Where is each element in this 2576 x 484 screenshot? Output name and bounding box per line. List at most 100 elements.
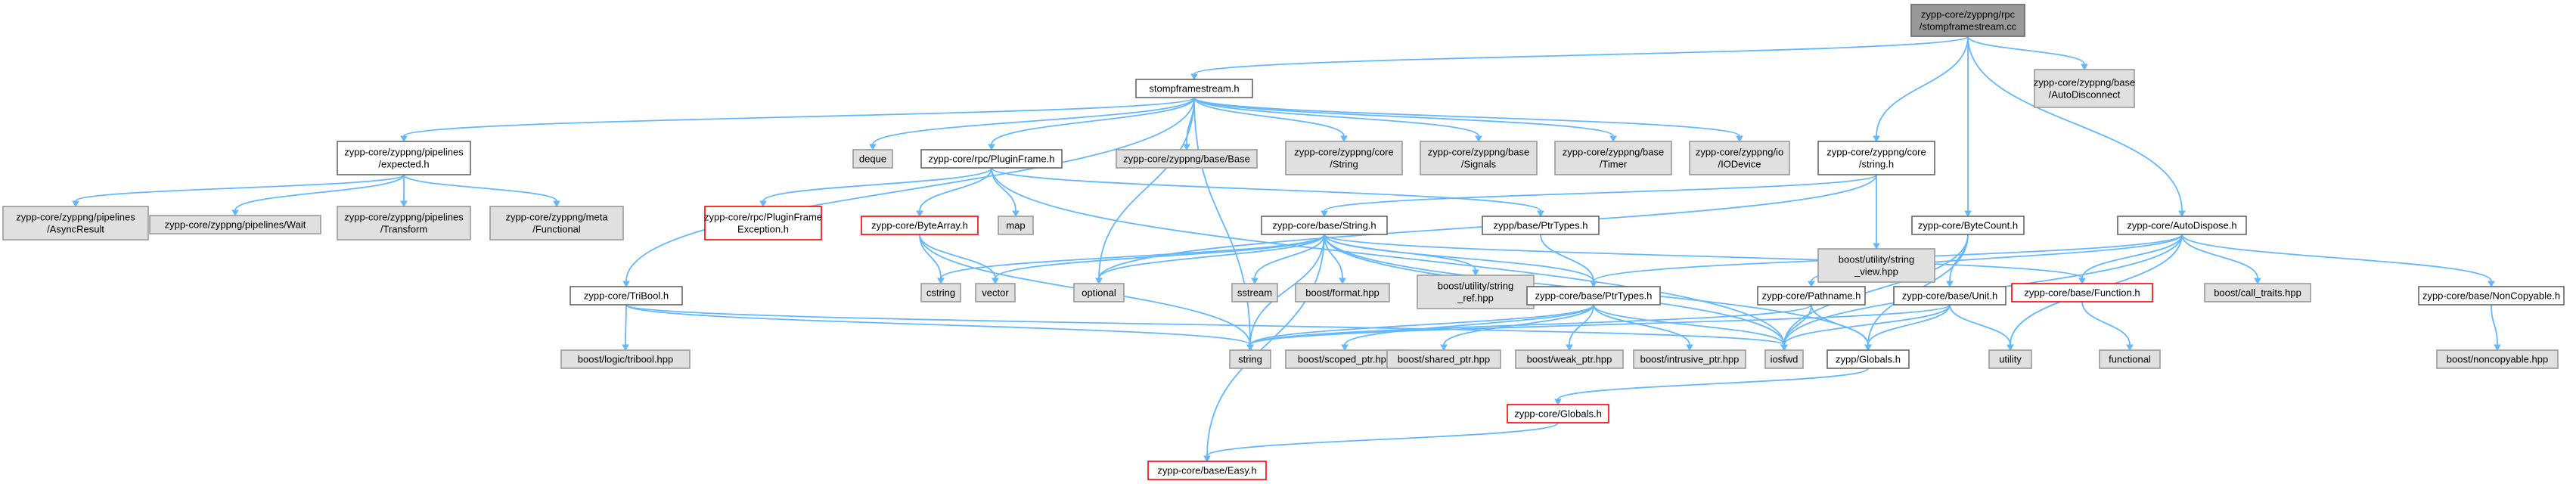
edge-arrowhead bbox=[1095, 278, 1103, 285]
node-base-string-h[interactable]: zypp-core/base/String.h bbox=[1261, 216, 1388, 235]
node-box bbox=[920, 283, 961, 302]
edge-arrowhead bbox=[2078, 278, 2086, 285]
node-noncopyable-h[interactable]: zypp-core/base/NonCopyable.h bbox=[2418, 286, 2565, 306]
edge-arrowhead bbox=[1321, 210, 1328, 218]
node-call-traits[interactable]: boost/call_traits.hpp bbox=[2204, 283, 2311, 302]
edge-pipelines_expected-to-meta_functional bbox=[403, 174, 557, 202]
node-noncopyable-hpp[interactable]: boost/noncopyable.hpp bbox=[2436, 349, 2559, 369]
edge-noncopyable_h-to-noncopyable_hpp bbox=[2491, 304, 2498, 346]
node-label-line: zypp-core/ByteArray.h bbox=[871, 220, 968, 231]
node-base-unit-h[interactable]: zypp-core/base/Unit.h bbox=[1893, 286, 2006, 306]
edge-arrowhead bbox=[1251, 278, 1259, 285]
edge-bytearray_h-to-vector bbox=[919, 234, 996, 279]
node-zypp-globals-h[interactable]: zypp/Globals.h bbox=[1826, 349, 1910, 369]
node-utility[interactable]: utility bbox=[1988, 349, 2032, 369]
node-box bbox=[998, 216, 1034, 235]
node-zyppng-base-timer[interactable]: zypp-core/zyppng/base/Timer bbox=[1554, 141, 1672, 175]
node-autodisconnect[interactable]: zypp-core/zyppng/base/AutoDisconnect bbox=[2034, 69, 2135, 108]
node-zyppng-core-string[interactable]: zypp-core/zyppng/core/String bbox=[1285, 141, 1403, 175]
node-stompframestream-h[interactable]: stompframestream.h bbox=[1135, 79, 1253, 98]
edge-arrowhead bbox=[1339, 278, 1346, 285]
node-shared-ptr[interactable]: boost/shared_ptr.hpp bbox=[1386, 349, 1501, 369]
edge-base_string_h-to-string bbox=[1249, 234, 1325, 346]
node-box bbox=[2, 206, 149, 240]
node-bytearray-h[interactable]: zypp-core/ByteArray.h bbox=[861, 216, 979, 235]
node-label-line: /Functional bbox=[532, 224, 581, 235]
edge-arrowhead bbox=[1873, 135, 1880, 143]
node-iosfwd[interactable]: iosfwd bbox=[1764, 349, 1804, 369]
edge-arrowhead bbox=[72, 200, 79, 208]
edge-arrowhead bbox=[869, 144, 877, 151]
node-tribool-h[interactable]: zypp-core/TriBool.h bbox=[570, 286, 683, 306]
node-label-line: boost/format.hpp bbox=[1305, 287, 1380, 299]
node-base-easy-h[interactable]: zypp-core/base/Easy.h bbox=[1147, 461, 1267, 480]
node-pathname-h[interactable]: zypp-core/Pathname.h bbox=[1757, 286, 1866, 306]
node-label-line: boost/intrusive_ptr.hpp bbox=[1640, 354, 1740, 365]
node-cstring[interactable]: cstring bbox=[920, 283, 961, 302]
node-string-view-hpp[interactable]: boost/utility/string_view.hpp bbox=[1817, 248, 1935, 283]
node-pluginframe-h[interactable]: zypp-core/rpc/PluginFrame.h bbox=[920, 149, 1063, 169]
node-zyppng-base-base[interactable]: zypp-core/zyppng/base/Base bbox=[1116, 149, 1258, 169]
node-deque[interactable]: deque bbox=[852, 149, 893, 169]
node-label-line: /stompframestream.cc bbox=[1920, 21, 2017, 33]
node-box bbox=[1515, 349, 1624, 369]
node-pipelines-asyncresult[interactable]: zypp-core/zyppng/pipelines/AsyncResult bbox=[2, 206, 149, 240]
node-label-line: boost/noncopyable.hpp bbox=[2447, 354, 2548, 365]
node-string-ref-hpp[interactable]: boost/utility/string_ref.hpp bbox=[1417, 275, 1535, 309]
node-boost-tribool[interactable]: boost/logic/tribool.hpp bbox=[560, 349, 691, 369]
edge-zypp_globals_h-to-core_globals_h bbox=[1557, 368, 1869, 400]
node-vector[interactable]: vector bbox=[975, 283, 1016, 302]
node-label-line: zypp-core/ByteCount.h bbox=[1918, 220, 2018, 231]
node-bytecount-h[interactable]: zypp-core/ByteCount.h bbox=[1911, 216, 2025, 235]
node-label-line: map bbox=[1006, 220, 1025, 231]
node-box bbox=[2034, 69, 2135, 108]
edge-pathname_h-to-string bbox=[1249, 304, 1812, 346]
edge-base_string_h-to-core_base_ptrtypes bbox=[1324, 234, 1594, 282]
node-core-globals-h[interactable]: zypp-core/Globals.h bbox=[1507, 404, 1609, 424]
node-zyppng-base-signals[interactable]: zypp-core/zyppng/base/Signals bbox=[1420, 141, 1538, 175]
edge-root-to-autodispose_h bbox=[1967, 36, 2183, 212]
node-autodispose-h[interactable]: zypp-core/AutoDispose.h bbox=[2117, 216, 2247, 235]
edge-arrowhead bbox=[1686, 344, 1693, 352]
node-weak-ptr[interactable]: boost/weak_ptr.hpp bbox=[1515, 349, 1624, 369]
node-scoped-ptr[interactable]: boost/scoped_ptr.hpp bbox=[1285, 349, 1404, 369]
node-core-base-ptrtypes[interactable]: zypp-core/base/PtrTypes.h bbox=[1526, 286, 1661, 306]
node-box bbox=[1910, 4, 2025, 37]
node-label-line: /AsyncResult bbox=[47, 224, 104, 235]
node-pipelines-transform[interactable]: zypp-core/zyppng/pipelines/Transform bbox=[337, 206, 471, 240]
node-zyppng-io-iodevice[interactable]: zypp-core/zyppng/io/IODevice bbox=[1689, 141, 1790, 175]
edge-arrowhead bbox=[2494, 344, 2501, 352]
node-label-line: zypp-core/base/Unit.h bbox=[1902, 290, 1997, 302]
node-meta-functional[interactable]: zypp-core/zyppng/meta/Functional bbox=[489, 206, 624, 240]
node-box bbox=[1911, 216, 2025, 235]
node-zypp-base-ptrtypes[interactable]: zypp/base/PtrTypes.h bbox=[1482, 216, 1600, 235]
node-box bbox=[1135, 79, 1253, 98]
node-pipelines-expected[interactable]: zypp-core/zyppng/pipelines/expected.h bbox=[337, 141, 471, 175]
node-string[interactable]: string bbox=[1229, 349, 1271, 369]
node-box bbox=[149, 215, 321, 234]
node-functional[interactable]: functional bbox=[2099, 349, 2161, 369]
node-pipelines-wait[interactable]: zypp-core/zyppng/pipelines/Wait bbox=[149, 215, 321, 234]
node-box bbox=[2436, 349, 2559, 369]
node-label-line: vector bbox=[982, 287, 1009, 299]
node-box bbox=[1482, 216, 1600, 235]
node-intrusive-ptr[interactable]: boost/intrusive_ptr.hpp bbox=[1633, 349, 1746, 369]
node-boost-format[interactable]: boost/format.hpp bbox=[1295, 283, 1390, 302]
node-optional[interactable]: optional bbox=[1073, 283, 1125, 302]
node-zyppng-core-string-h[interactable]: zypp-core/zyppng/core/string.h bbox=[1817, 141, 1935, 175]
node-base-function-h[interactable]: zypp-core/base/Function.h bbox=[2011, 283, 2153, 302]
node-label-line: zypp-core/base/String.h bbox=[1272, 220, 1376, 231]
node-label-line: zypp-core/zyppng/core bbox=[1826, 147, 1926, 158]
node-sstream[interactable]: sstream bbox=[1231, 283, 1278, 302]
edge-arrowhead bbox=[622, 344, 629, 352]
edge-arrowhead bbox=[1946, 281, 1954, 288]
node-map[interactable]: map bbox=[998, 216, 1034, 235]
edge-arrowhead bbox=[400, 200, 408, 208]
node-label-line: cstring bbox=[926, 287, 955, 299]
edge-arrowhead bbox=[992, 278, 999, 285]
node-label-line: zypp-core/zyppng/base bbox=[1428, 147, 1529, 158]
node-label-line: zypp-core/Globals.h bbox=[1514, 408, 1602, 420]
node-label-line: /AutoDisconnect bbox=[2049, 89, 2121, 101]
node-root[interactable]: zypp-core/zyppng/rpc/stompframestream.cc bbox=[1910, 4, 2025, 37]
